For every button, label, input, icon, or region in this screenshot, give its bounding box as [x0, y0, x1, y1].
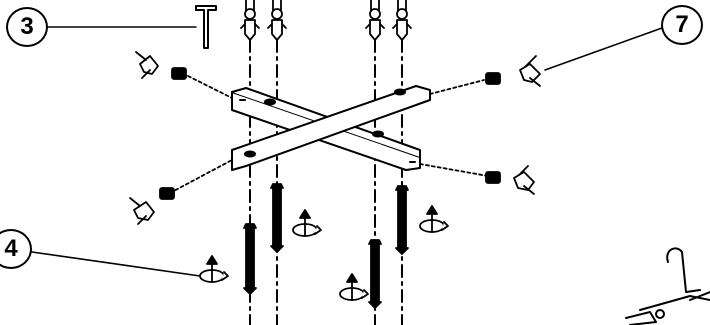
callout-7-leader [544, 27, 663, 71]
fastener-icon [625, 247, 710, 325]
callout-4: 4 [0, 229, 32, 269]
rotate-arrow-icon [199, 205, 449, 301]
bracket-icon [231, 85, 431, 171]
hand-icon [129, 51, 541, 225]
screw-icon [243, 183, 409, 309]
callout-3: 3 [6, 7, 48, 47]
bolt-icon [159, 67, 501, 200]
t-tool-icon [195, 5, 217, 49]
wall-anchor-icon [240, 0, 412, 41]
callout-7: 7 [661, 5, 703, 45]
callout-4-leader [31, 251, 201, 277]
